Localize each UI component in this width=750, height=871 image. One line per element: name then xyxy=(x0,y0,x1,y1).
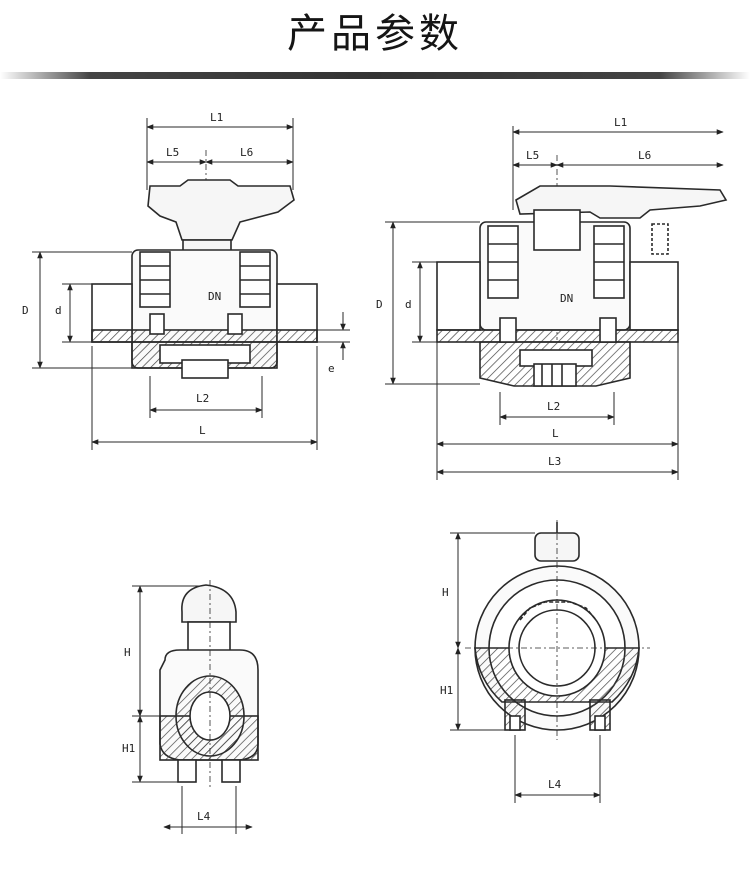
side-view-a-labels: H H1 L4 xyxy=(122,646,211,823)
dim-label-L2-b: L2 xyxy=(547,400,560,413)
front-view-b xyxy=(385,126,728,480)
front-view-a xyxy=(32,118,350,450)
dim-label-e: e xyxy=(328,362,335,375)
side-view-b xyxy=(450,520,650,803)
front-view-b-labels: L1 L5 L6 D d DN L2 L L3 xyxy=(376,116,651,468)
side-view-a xyxy=(132,580,259,834)
front-view-a-labels: L1 L5 L6 D d DN e L2 L xyxy=(22,111,335,437)
dim-label-H1-b: H1 xyxy=(440,684,453,697)
dim-label-L5: L5 xyxy=(166,146,179,159)
dim-label-L1: L1 xyxy=(210,111,223,124)
side-view-b-labels: H H1 L4 xyxy=(440,586,562,791)
dim-label-L6-b: L6 xyxy=(638,149,651,162)
dim-label-H1-a: H1 xyxy=(122,742,135,755)
title-rule xyxy=(0,72,750,79)
dim-label-L4-b: L4 xyxy=(548,778,562,791)
dim-label-d-b: d xyxy=(405,298,412,311)
dim-label-H-a: H xyxy=(124,646,131,659)
dim-label-DN: DN xyxy=(208,290,221,303)
dim-label-d: d xyxy=(55,304,62,317)
dim-label-L2: L2 xyxy=(196,392,209,405)
dim-label-L6: L6 xyxy=(240,146,253,159)
dim-label-L-b: L xyxy=(552,427,559,440)
dim-label-L3-b: L3 xyxy=(548,455,561,468)
dim-label-D-b: D xyxy=(376,298,383,311)
dim-label-H-b: H xyxy=(442,586,449,599)
dim-label-D: D xyxy=(22,304,29,317)
header: 产品参数 xyxy=(0,0,750,80)
dim-label-DN-b: DN xyxy=(560,292,573,305)
dim-label-L: L xyxy=(199,424,206,437)
dim-label-L5-b: L5 xyxy=(526,149,539,162)
page-title: 产品参数 xyxy=(287,11,463,57)
dim-label-L4-a: L4 xyxy=(197,810,211,823)
dim-label-L1-b: L1 xyxy=(614,116,627,129)
